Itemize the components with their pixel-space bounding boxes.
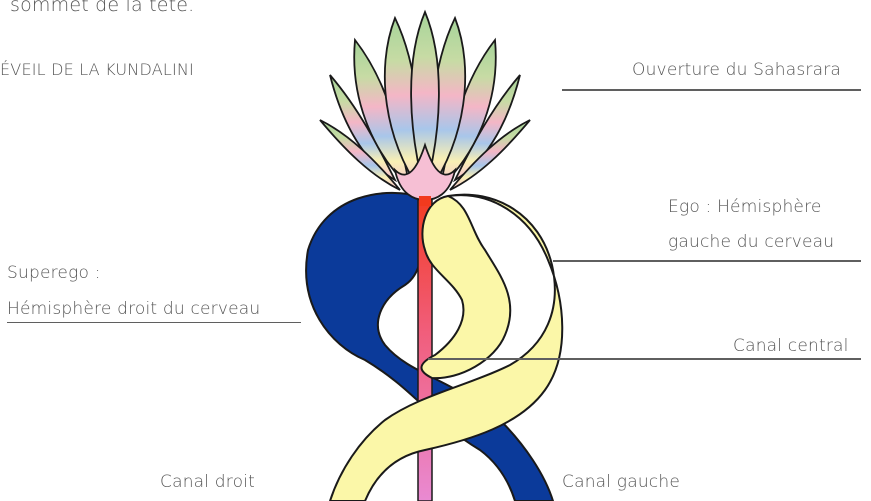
label-central-channel: Canal central — [733, 336, 849, 356]
lotus-flower — [320, 12, 530, 200]
label-ego-line1: Ego : Hémisphère — [668, 197, 822, 217]
label-superego-line2: Hémisphère droit du cerveau — [7, 299, 260, 319]
header-caption: sommet de la tête. — [10, 0, 194, 16]
label-sahasrara: Ouverture du Sahasrara — [632, 60, 841, 80]
label-ego-line2: gauche du cerveau — [668, 232, 834, 252]
leader-line-superego — [7, 322, 301, 323]
leader-line-central-channel — [428, 358, 861, 360]
label-left-channel: Canal gauche — [562, 472, 680, 492]
label-superego-line1: Superego : — [7, 263, 101, 283]
label-right-channel: Canal droit — [160, 472, 255, 492]
leader-line-ego — [553, 260, 861, 262]
diagram-title: ÉVEIL DE LA KUNDALINI — [0, 60, 194, 79]
leader-line-sahasrara — [562, 89, 861, 91]
